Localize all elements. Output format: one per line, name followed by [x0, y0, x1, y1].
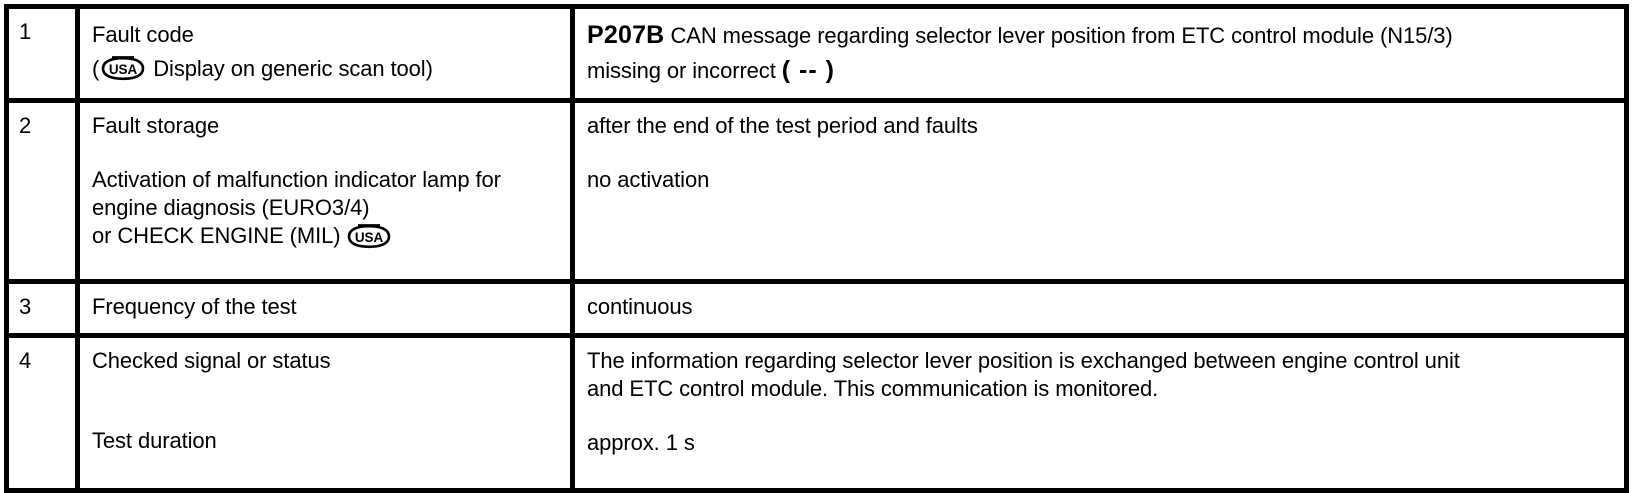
row-number-cell: 4	[4, 333, 80, 493]
fault-code-value: P207B CAN message regarding selector lev…	[575, 9, 1624, 98]
table-row: 2 Fault storage Activation of malfunctio…	[4, 98, 1629, 284]
test-duration-title: Test duration	[92, 428, 217, 453]
row-label-cell: Frequency of the test	[75, 279, 575, 338]
checked-signal-value: The information regarding selector lever…	[575, 338, 1624, 488]
fault-code-continuation: missing or incorrect	[587, 58, 782, 83]
scan-tool-text: Display on generic scan tool)	[147, 56, 433, 81]
usa-badge-icon: USA	[346, 223, 392, 250]
mil-activation-state: no activation	[587, 167, 710, 192]
row-value-cell: continuous	[570, 279, 1629, 338]
fault-code-description: CAN message regarding selector lever pos…	[664, 23, 1453, 48]
svg-text:USA: USA	[109, 62, 138, 77]
fault-diagnosis-table: 1 Fault code ( USA Display on	[4, 4, 1629, 493]
check-engine-text: or CHECK ENGINE (MIL)	[92, 223, 341, 248]
checked-signal-line-1: The information regarding selector lever…	[587, 348, 1460, 373]
storage-condition: after the end of the test period and fau…	[587, 113, 978, 138]
mil-activation-line-1: Activation of malfunction indicator lamp…	[92, 167, 501, 192]
row-number: 1	[19, 19, 32, 44]
row-value-cell: P207B CAN message regarding selector lev…	[570, 4, 1629, 103]
checked-signal-title: Checked signal or status	[92, 348, 331, 373]
paren-open: (	[92, 56, 100, 81]
fault-code-number: P207B	[587, 21, 665, 49]
check-engine-line: or CHECK ENGINE (MIL) USA	[92, 222, 562, 250]
scan-tool-note: ( USA Display on generic scan tool)	[92, 52, 562, 86]
row-label-cell: Checked signal or status Test duration	[75, 333, 575, 493]
table-row: 4 Checked signal or status Test duration…	[4, 333, 1629, 493]
row-value-cell: after the end of the test period and fau…	[570, 98, 1629, 284]
row-number-cell: 2	[4, 98, 80, 284]
test-duration-value: approx. 1 s	[587, 430, 695, 455]
row-number: 2	[19, 113, 32, 138]
fault-code-symbol: ( -- )	[781, 56, 835, 84]
test-frequency-label: Frequency of the test	[92, 294, 297, 319]
fault-storage-title: Fault storage	[92, 113, 220, 138]
row-number: 4	[19, 348, 32, 373]
row-number-cell: 1	[4, 4, 80, 103]
document-page: 1 Fault code ( USA Display on	[4, 4, 1629, 493]
table-row: 1 Fault code ( USA Display on	[4, 4, 1629, 103]
table-row: 3 Frequency of the test continuous	[4, 279, 1629, 338]
row-value-cell: The information regarding selector lever…	[570, 333, 1629, 493]
fault-code-line-1: P207B CAN message regarding selector lev…	[587, 18, 1616, 53]
fault-code-label: Fault code ( USA Display on generic scan…	[80, 9, 570, 98]
checked-signal-label: Checked signal or status Test duration	[80, 338, 570, 488]
fault-code-label-line: Fault code	[92, 22, 194, 47]
usa-badge-icon: USA	[100, 55, 146, 82]
row-number: 3	[19, 294, 32, 319]
row-label-cell: Fault storage Activation of malfunction …	[75, 98, 575, 284]
svg-text:USA: USA	[355, 230, 384, 245]
checked-signal-line-2: and ETC control module. This communicati…	[587, 376, 1159, 401]
row-label-cell: Fault code ( USA Display on generic scan…	[75, 4, 575, 103]
fault-storage-label: Fault storage Activation of malfunction …	[80, 103, 570, 279]
fault-code-line-2: missing or incorrect ( -- )	[587, 53, 1616, 88]
test-frequency-value: continuous	[587, 294, 693, 319]
row-number-cell: 3	[4, 279, 80, 338]
fault-storage-value: after the end of the test period and fau…	[575, 103, 1624, 279]
mil-activation-line-2: engine diagnosis (EURO3/4)	[92, 195, 370, 220]
